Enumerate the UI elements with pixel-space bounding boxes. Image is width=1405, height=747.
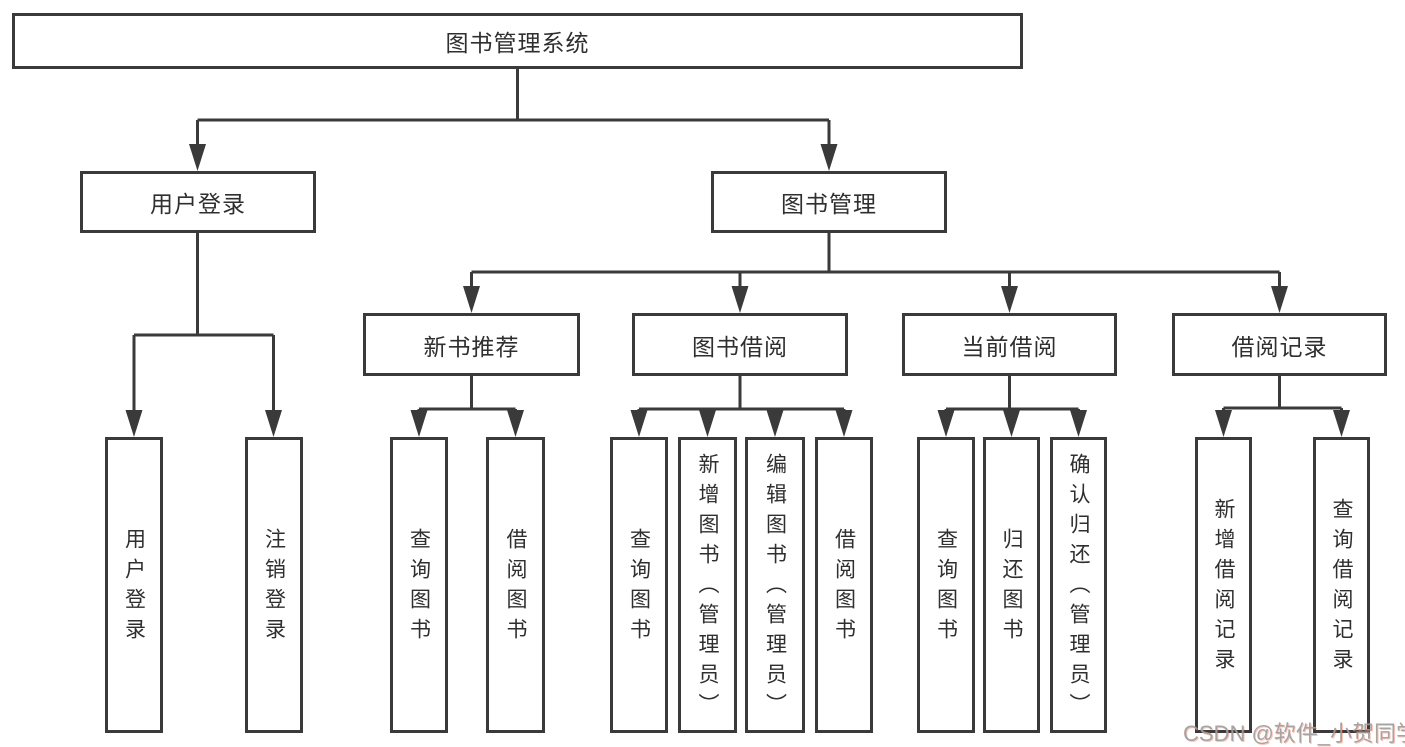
leaf-query-books-recommend: 查询图书: [390, 437, 448, 733]
node-current-borrowing: 当前借阅: [902, 313, 1117, 376]
leaf-add-book-admin: 新增图书（管理员）: [678, 437, 737, 733]
node-book-borrowing: 图书借阅: [632, 313, 848, 376]
leaf-borrow-books-borrowing: 借阅图书: [815, 437, 873, 733]
leaf-return-books: 归还图书: [983, 437, 1040, 733]
node-user-login: 用户登录: [80, 171, 316, 233]
leaf-query-books-current: 查询图书: [917, 437, 975, 733]
leaf-query-books-borrowing: 查询图书: [610, 437, 668, 733]
arrowheads: [125, 144, 1350, 437]
leaf-user-login: 用户登录: [105, 437, 163, 733]
node-library-management-system: 图书管理系统: [12, 13, 1023, 69]
leaf-add-borrow-record: 新增借阅记录: [1195, 437, 1252, 733]
leaf-borrow-books-recommend: 借阅图书: [486, 437, 545, 733]
leaf-edit-book-admin: 编辑图书（管理员）: [745, 437, 805, 733]
leaf-logout: 注销登录: [245, 437, 303, 733]
node-book-management: 图书管理: [711, 171, 947, 233]
watermark: CSDN @软件_小贺同学: [1183, 721, 1405, 746]
node-borrowing-records: 借阅记录: [1172, 313, 1387, 376]
node-new-book-recommendation: 新书推荐: [363, 313, 580, 376]
leaf-query-borrow-record: 查询借阅记录: [1313, 437, 1370, 733]
leaf-confirm-return-admin: 确认归还（管理员）: [1050, 437, 1107, 733]
